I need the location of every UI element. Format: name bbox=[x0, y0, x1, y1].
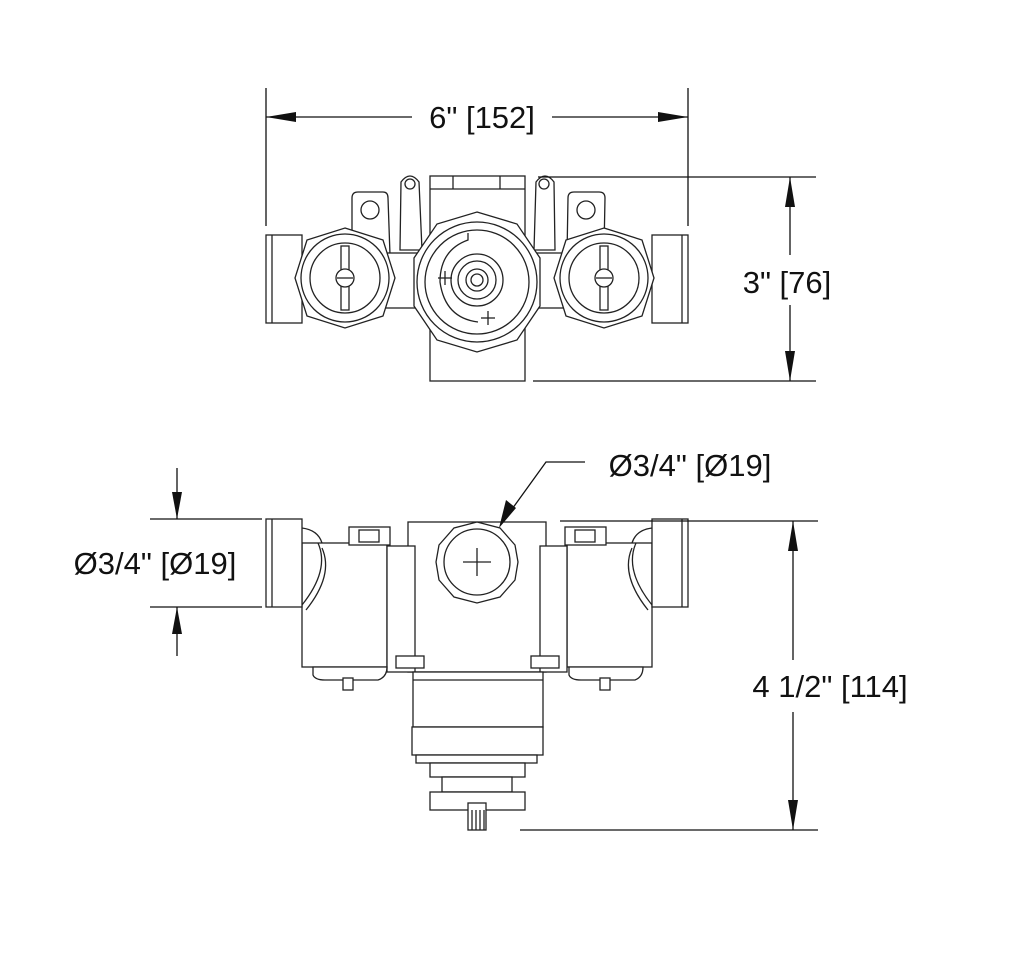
width-dimension-label: 6" [152] bbox=[429, 100, 535, 135]
top-view bbox=[265, 175, 689, 382]
center-port-dimension-label: Ø3/4" [Ø19] bbox=[609, 448, 772, 483]
check-valve-right bbox=[553, 227, 655, 329]
valve-body-right bbox=[566, 542, 653, 668]
cartridge-stack bbox=[411, 671, 544, 831]
dimension-depth: 3" [76] bbox=[533, 176, 832, 382]
dimension-width: 6" [152] bbox=[265, 88, 689, 226]
depth-dimension-label: 3" [76] bbox=[743, 265, 832, 300]
mounting-tab-left bbox=[399, 175, 423, 251]
dimension-height: 4 1/2" [114] bbox=[520, 520, 908, 831]
side-port-dimension-label: Ø3/4" [Ø19] bbox=[74, 546, 237, 581]
dimension-side-port: Ø3/4" [Ø19] bbox=[74, 468, 262, 656]
mounting-tab-right bbox=[533, 175, 556, 251]
check-valve-left bbox=[294, 227, 396, 329]
front-view bbox=[265, 518, 689, 831]
height-dimension-label: 4 1/2" [114] bbox=[752, 669, 907, 704]
dimension-center-port: Ø3/4" [Ø19] bbox=[499, 448, 771, 528]
cartridge-top bbox=[413, 211, 541, 353]
valve-body-left bbox=[301, 542, 388, 668]
spline-stem bbox=[467, 802, 487, 831]
center-port bbox=[435, 521, 519, 604]
